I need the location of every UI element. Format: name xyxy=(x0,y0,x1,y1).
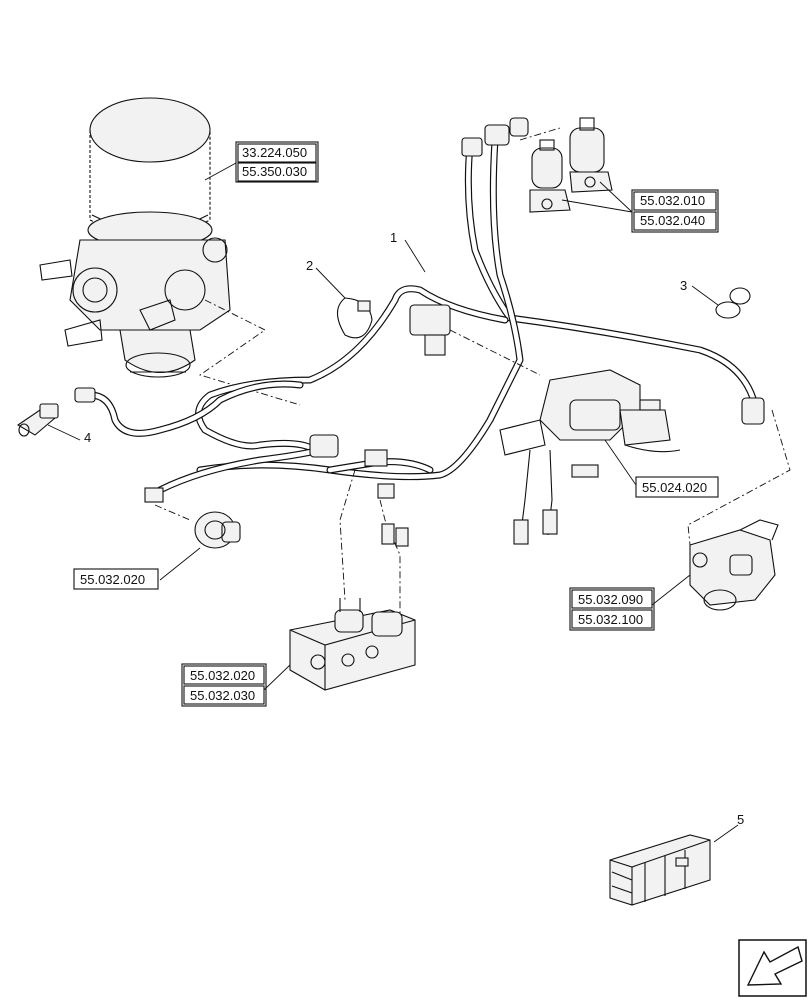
solenoid-block-leader xyxy=(263,664,291,691)
kit-crate xyxy=(609,834,711,906)
pressure-switch-leader xyxy=(159,547,201,581)
solenoid-valves-reference: 55.032.010 55.032.040 xyxy=(631,189,719,233)
center-valve-block xyxy=(499,369,681,545)
air-dryer-reference: 33.224.050 55.350.030 xyxy=(235,141,319,183)
callout-3: 3 xyxy=(680,278,687,293)
ref-55-024-020: 55.024.020 xyxy=(642,480,707,495)
hose-clamp xyxy=(715,287,751,319)
callout-4: 4 xyxy=(84,430,91,445)
solenoid-block xyxy=(289,523,416,691)
callout-2: 2 xyxy=(306,258,313,273)
ref-55-032-100: 55.032.100 xyxy=(578,612,643,627)
ref-33-224-050: 33.224.050 xyxy=(242,145,307,160)
ref-55-350-030: 55.350.030 xyxy=(242,164,307,179)
solenoid-block-reference: 55.032.020 55.032.030 xyxy=(181,663,267,707)
solenoid-valves xyxy=(529,117,613,213)
callout-5-leader xyxy=(713,824,739,843)
harness-leader xyxy=(404,239,426,273)
navigation-arrow-icon[interactable] xyxy=(738,939,807,997)
ref-55-032-010: 55.032.010 xyxy=(640,193,705,208)
callout-4-leader xyxy=(47,424,81,441)
air-dryer xyxy=(39,97,231,378)
ref-55-032-020-left: 55.032.020 xyxy=(80,572,145,587)
ref-55-032-090: 55.032.090 xyxy=(578,592,643,607)
trailer-valve-leader xyxy=(651,574,691,606)
center-block-leader xyxy=(604,439,637,486)
center-block-reference: 55.024.020 xyxy=(635,476,719,498)
trailer-valve xyxy=(689,519,779,611)
ref-55-032-040: 55.032.040 xyxy=(640,213,705,228)
wiring-harness xyxy=(74,117,765,503)
pressure-switch xyxy=(194,511,241,549)
trailer-valve-reference: 55.032.090 55.032.100 xyxy=(569,587,655,631)
callout-2-leader xyxy=(315,267,346,299)
callout-5: 5 xyxy=(737,812,744,827)
air-dryer-leader xyxy=(204,162,237,181)
pressure-switch-reference: 55.032.020 xyxy=(73,568,159,590)
callout-3-leader xyxy=(691,285,719,306)
ref-55-032-030: 55.032.030 xyxy=(190,688,255,703)
cable-tie xyxy=(336,297,373,339)
callout-1: 1 xyxy=(390,230,397,245)
ref-55-032-020-bottom: 55.032.020 xyxy=(190,668,255,683)
pressure-switch-4 xyxy=(16,403,59,437)
